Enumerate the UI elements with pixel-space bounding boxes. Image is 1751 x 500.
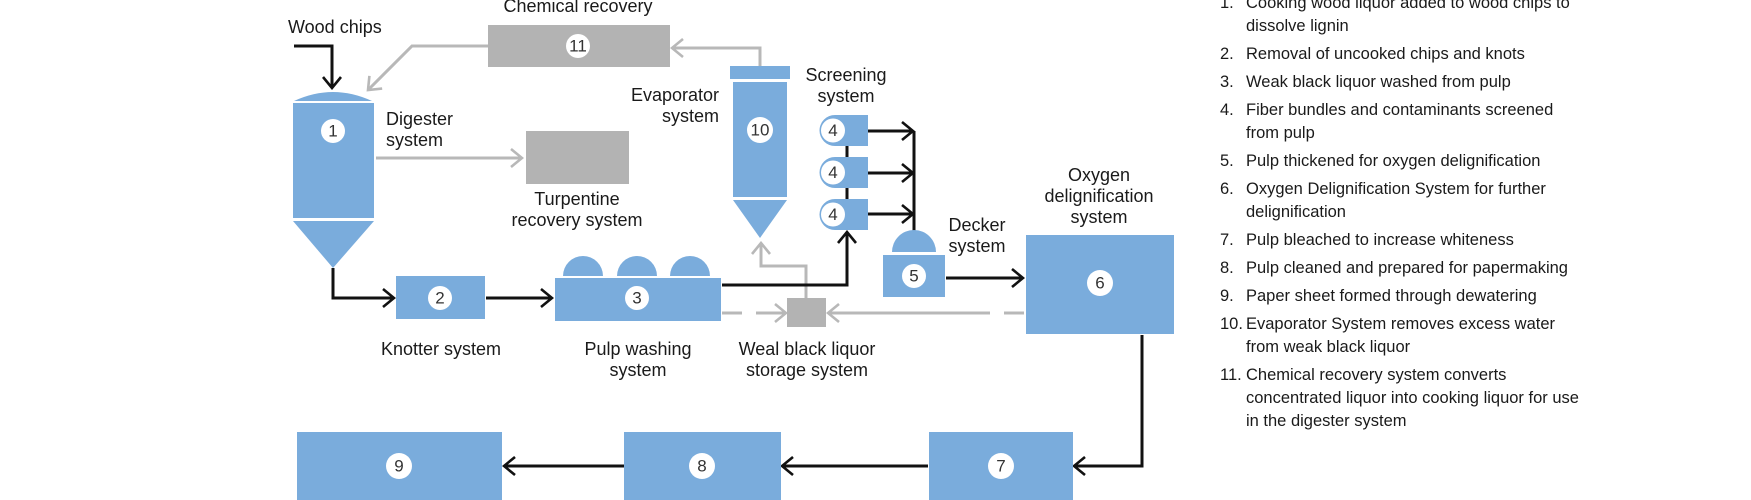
node-number: 2 (435, 289, 444, 308)
node-number: 7 (996, 457, 1005, 476)
flow-10-to-11 (672, 48, 762, 66)
knotter-label: Knotter system (381, 339, 501, 359)
labels: Wood chips Chemical recovery Digester sy… (288, 0, 1154, 380)
step-item: 11.Chemical recovery system converts con… (1220, 364, 1580, 433)
node-chemical-recovery[interactable]: 11 (488, 25, 670, 67)
step-text: Chemical recovery system converts concen… (1246, 366, 1579, 430)
node-number: 3 (632, 289, 641, 308)
step-item: 6. Oxygen Delignification System for furt… (1220, 178, 1580, 224)
step-number: 10. (1220, 315, 1243, 333)
screening-label-line1: Screening (805, 65, 886, 85)
storage-label-line2: storage system (746, 360, 868, 380)
step-number: 7. (1220, 231, 1234, 249)
node-number: 5 (909, 267, 918, 286)
flow-11-to-1 (368, 44, 488, 90)
process-steps-list: 1. Cooking wood liquor added to wood chip… (1220, 0, 1580, 438)
step-text: Oxygen Delignification System for furthe… (1246, 180, 1546, 221)
node-paper-forming[interactable]: 9 (297, 432, 502, 500)
step-number: 6. (1220, 180, 1234, 198)
step-item: 3. Weak black liquor washed from pulp (1220, 71, 1580, 94)
chemical-recovery-label: Chemical recovery (503, 0, 652, 16)
node-number: 4 (828, 205, 837, 224)
screen-unit: 4 (819, 115, 868, 146)
node-weak-liquor-storage[interactable] (787, 298, 826, 327)
flow-3-to-4 (722, 232, 847, 287)
digester-label-line2: system (386, 130, 443, 150)
node-bleaching[interactable]: 7 (929, 432, 1073, 500)
node-number: 1 (328, 122, 337, 141)
node-number: 11 (569, 37, 587, 56)
step-text: Pulp cleaned and prepared for papermakin… (1246, 259, 1568, 277)
step-number: 2. (1220, 45, 1234, 63)
node-number: 6 (1095, 274, 1104, 293)
node-oxygen-delignification[interactable]: 6 (1026, 235, 1174, 334)
node-number: 9 (394, 457, 403, 476)
step-text: Paper sheet formed through dewatering (1246, 287, 1537, 305)
node-number: 4 (828, 121, 837, 140)
evaporator-label-line2: system (662, 106, 719, 126)
step-text: Cooking wood liquor added to wood chips … (1246, 0, 1570, 35)
step-number: 9. (1220, 287, 1234, 305)
step-text: Weak black liquor washed from pulp (1246, 73, 1511, 91)
node-evaporator[interactable]: 10 (730, 66, 790, 238)
step-item: 4. Fiber bundles and contaminants screene… (1220, 99, 1580, 145)
step-text: Evaporator System removes excess water f… (1246, 315, 1556, 356)
decker-label-line2: system (948, 236, 1005, 256)
washing-label-line2: system (609, 360, 666, 380)
node-number: 8 (697, 457, 706, 476)
flow-1-to-2 (331, 268, 394, 298)
step-item: 8. Pulp cleaned and prepared for papermak… (1220, 257, 1580, 280)
node-screening[interactable]: 4 4 4 (819, 115, 869, 230)
storage-label-line1: Weal black liquor (739, 339, 876, 359)
oxygen-label-line3: system (1070, 207, 1127, 227)
step-number: 1. (1220, 0, 1234, 12)
step-number: 8. (1220, 259, 1234, 277)
screen-unit: 4 (819, 199, 868, 230)
step-text: Pulp thickened for oxygen delignificatio… (1246, 152, 1541, 170)
flow-storage-to-10 (761, 243, 808, 298)
oxygen-label-line2: delignification (1044, 186, 1153, 206)
liquor-flows (368, 46, 1024, 313)
decker-label-line1: Decker (948, 215, 1005, 235)
step-number: 11. (1220, 366, 1242, 384)
flow-woodchips-to-1 (294, 44, 332, 88)
evaporator-label-line1: Evaporator (631, 85, 719, 105)
node-digester[interactable]: 1 (293, 92, 374, 268)
digester-label-line1: Digester (386, 109, 453, 129)
turpentine-label-line2: recovery system (511, 210, 642, 230)
step-item: 2. Removal of uncooked chips and knots (1220, 43, 1580, 66)
screening-label-line2: system (817, 86, 874, 106)
turpentine-label-line1: Turpentine (534, 189, 619, 209)
step-item: 10.Evaporator System removes excess wate… (1220, 313, 1580, 359)
node-turpentine-recovery[interactable] (526, 131, 629, 184)
step-text: Fiber bundles and contaminants screened … (1246, 101, 1554, 142)
step-item: 9. Paper sheet formed through dewatering (1220, 285, 1580, 308)
step-text: Pulp bleached to increase whiteness (1246, 231, 1514, 249)
step-number: 4. (1220, 101, 1234, 119)
node-decker[interactable]: 5 (883, 230, 945, 297)
step-text: Removal of uncooked chips and knots (1246, 45, 1525, 63)
step-number: 3. (1220, 73, 1234, 91)
step-number: 5. (1220, 152, 1234, 170)
oxygen-label-line1: Oxygen (1068, 165, 1130, 185)
screen-unit: 4 (819, 157, 868, 188)
node-number: 10 (751, 121, 770, 140)
step-item: 5. Pulp thickened for oxygen delignificat… (1220, 150, 1580, 173)
step-item: 7. Pulp bleached to increase whiteness (1220, 229, 1580, 252)
node-cleaning[interactable]: 8 (624, 432, 781, 500)
flow-6-to-7 (1074, 335, 1144, 466)
wood-chips-label: Wood chips (288, 17, 382, 37)
step-item: 1. Cooking wood liquor added to wood chip… (1220, 0, 1580, 38)
node-knotter[interactable]: 2 (396, 276, 485, 319)
washing-label-line1: Pulp washing (584, 339, 691, 359)
node-number: 4 (828, 163, 837, 182)
node-pulp-washing[interactable]: 3 (555, 256, 721, 321)
